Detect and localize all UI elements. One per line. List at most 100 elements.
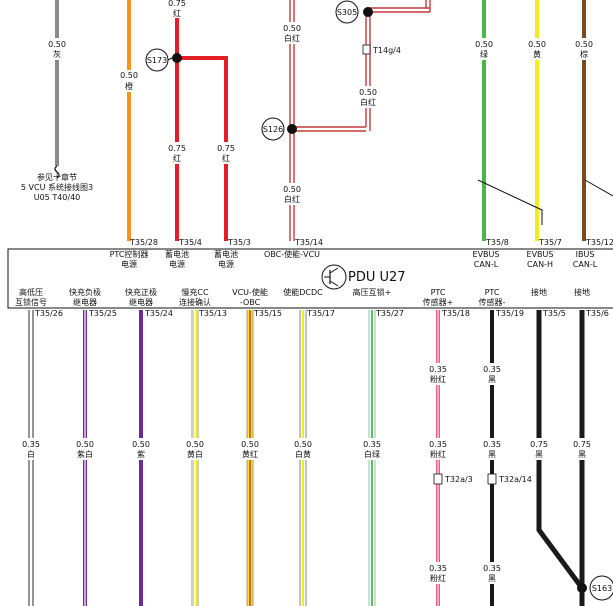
wire-color-label: 粉红 — [430, 374, 446, 384]
wire-size-label: 0.50 — [241, 440, 259, 449]
wire-size-label: 0.50 — [575, 40, 593, 49]
wire-color-label: 粉红 — [430, 449, 446, 459]
wire-color-label: 黑 — [488, 450, 496, 459]
wire-gray-break — [54, 165, 60, 179]
top-pin-label: CAN-H — [527, 260, 553, 269]
bottom-pin-label: 高压互锁+ — [353, 287, 392, 297]
wire-color-label: 红 — [173, 153, 181, 163]
bottom-pin-label: -OBC — [240, 298, 261, 307]
wire-size-label: 0.35 — [429, 564, 447, 573]
bottom-pin: T35/17 — [306, 309, 335, 318]
wire-size-label: 0.50 — [132, 440, 150, 449]
wire-color-label: 紫白 — [77, 449, 93, 459]
top-pin: T35/12 — [585, 238, 613, 247]
bottom-pin: T35/27 — [375, 309, 404, 318]
bottom-pin-label: 接地 — [574, 287, 590, 297]
wire-color-label: 绿 — [480, 50, 488, 59]
bottom-pin: T35/18 — [441, 309, 470, 318]
wire-color-label: 红 — [222, 153, 230, 163]
wire-size-label: 0.50 — [359, 88, 377, 97]
top-pin-label: IBUS — [576, 250, 595, 259]
reference-line1: 参见十章节 — [37, 172, 77, 182]
wire-color-label: 黑 — [535, 450, 543, 459]
pdu-module-box — [7, 248, 613, 309]
wire-color-label: 白红 — [360, 97, 376, 107]
wire-color-label: 黄红 — [242, 449, 258, 459]
wire-color-label: 白绿 — [364, 449, 380, 459]
top-pin-label: 蓄电池 — [214, 249, 238, 259]
inline-connector-icon — [433, 473, 443, 485]
splice-s126-icon — [261, 117, 285, 141]
top-pin: T35/28 — [129, 238, 158, 247]
top-pin-label: OBC-使能-VCU — [264, 249, 320, 259]
bottom-pin: T35/5 — [542, 309, 566, 318]
top-pin-label: 电源 — [218, 259, 234, 269]
wire-color-label: 黄白 — [187, 449, 203, 459]
top-pin: T35/7 — [538, 238, 562, 247]
transistor-icon — [321, 264, 347, 290]
bottom-pin-label: 传感器+ — [423, 297, 454, 307]
wire-color-label: 白红 — [284, 194, 300, 204]
bottom-pin: T35/6 — [585, 309, 609, 318]
bottom-pin: T35/25 — [88, 309, 117, 318]
wire-size-label: 0.50 — [48, 40, 66, 49]
module-title: PDU U27 — [348, 270, 406, 285]
splice-s163-icon — [589, 575, 613, 601]
wire-color-label: 黄 — [533, 49, 541, 59]
top-pin-label: CAN-L — [573, 260, 598, 269]
bottom-pin-label: 使能DCDC — [283, 287, 323, 297]
wire-size-label: 0.50 — [283, 24, 301, 33]
top-pin: T35/3 — [227, 238, 251, 247]
top-pin-label: CAN-L — [474, 260, 499, 269]
bottom-pin-label: 连接确认 — [179, 297, 211, 307]
bottom-pin-label: 继电器 — [129, 297, 153, 307]
wire-size-label: 0.75 — [573, 440, 591, 449]
wire-size-label: 0.50 — [76, 440, 94, 449]
wire-size-label: 0.35 — [483, 440, 501, 449]
wire-size-label: 0.75 — [530, 440, 548, 449]
bottom-pin: T35/19 — [495, 309, 524, 318]
splice-s305-label: S305 — [337, 8, 357, 17]
inline-connector-icon — [487, 473, 497, 485]
wire-size-label: 0.35 — [22, 440, 40, 449]
bottom-pin: T35/13 — [198, 309, 227, 318]
wire-color-label: 黑 — [488, 574, 496, 583]
top-pin-label: PTC控制器 — [110, 249, 149, 259]
wire-color-label: 白 — [27, 449, 35, 459]
wire-color-label: 粉红 — [430, 573, 446, 583]
top-pin: T35/8 — [485, 238, 509, 247]
inline-connector-t14g4: T14g/4 — [372, 46, 401, 55]
wire-color-label: 紫 — [137, 450, 145, 459]
inline-connector-icon — [362, 44, 371, 55]
wire-color-label: 黑 — [488, 375, 496, 384]
top-pin-label: EVBUS — [527, 250, 554, 259]
reference-line2: 5 VCU 系统接线图3 — [21, 182, 93, 192]
inline-connector-t32a3: T32a/3 — [444, 475, 473, 484]
bottom-pin-label: 快充正极 — [125, 287, 157, 297]
bottom-pin-label: 继电器 — [73, 297, 97, 307]
bottom-pin-label: 接地 — [531, 287, 547, 297]
splice-s305-icon — [335, 0, 359, 24]
top-pin-label: 电源 — [121, 259, 137, 269]
top-pin-label: 蓄电池 — [165, 249, 189, 259]
wire-color-label: 棕 — [580, 49, 588, 59]
wire-size-label: 0.50 — [120, 71, 138, 80]
bottom-pin: T35/24 — [144, 309, 173, 318]
bottom-pin: T35/26 — [34, 309, 63, 318]
top-pin-label: EVBUS — [473, 250, 500, 259]
wire-size-label: 0.35 — [483, 365, 501, 374]
wire-size-label: 0.75 — [217, 144, 235, 153]
top-pin: T35/4 — [178, 238, 202, 247]
wire-size-label: 0.35 — [483, 564, 501, 573]
splice-dot — [172, 53, 182, 63]
inline-connector-t32a14: T32a/14 — [498, 475, 532, 484]
wire-size-label: 0.35 — [363, 440, 381, 449]
wire-color-label: 白红 — [284, 33, 300, 43]
bottom-pin-label: 互锁信号 — [15, 297, 47, 307]
splice-s126-label: S126 — [263, 125, 283, 134]
bottom-pin-label: 慢充CC — [181, 287, 209, 297]
reference-line3: U05 T40/40 — [34, 193, 81, 202]
wire-size-label: 0.50 — [186, 440, 204, 449]
wire-color-label: 橙 — [125, 81, 133, 91]
